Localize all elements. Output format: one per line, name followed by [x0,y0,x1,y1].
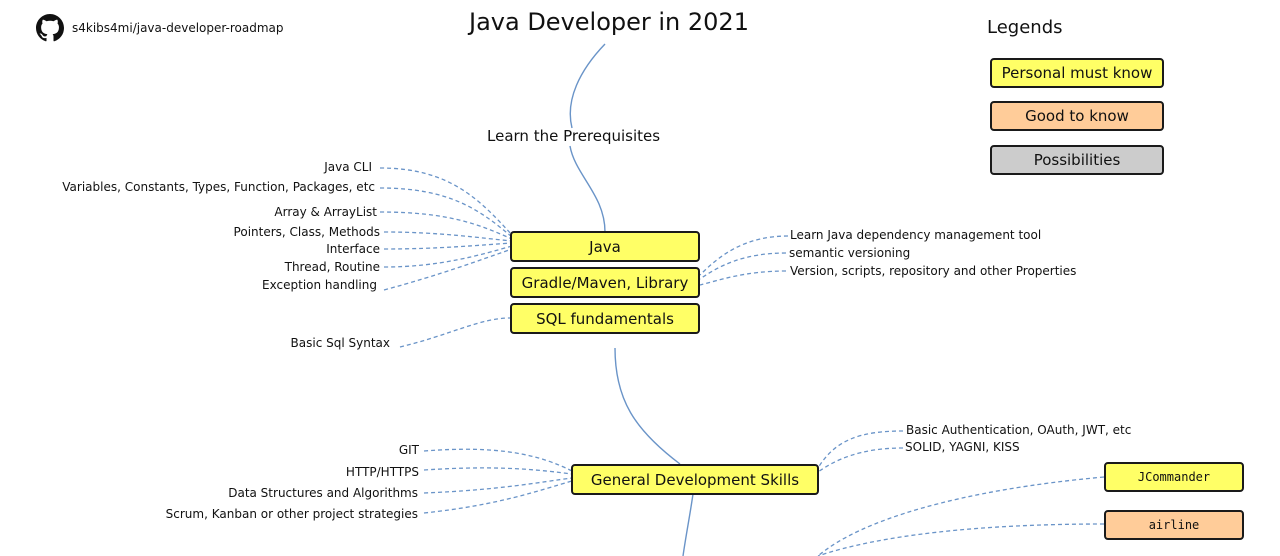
legend-possibilities: Possibilities [990,145,1164,175]
topic-variables: Variables, Constants, Types, Function, P… [62,180,375,194]
topic-git: GIT [398,443,419,457]
node-general-dev-skills[interactable]: General Development Skills [571,464,819,495]
repo-link[interactable]: s4kibs4mi/java-developer-roadmap [36,14,284,42]
topic-dependency-tool: Learn Java dependency management tool [790,228,1042,242]
topic-http: HTTP/HTTPS [345,465,419,479]
page-title: Java Developer in 2021 [469,8,749,36]
legend-good-to-know: Good to know [990,101,1164,131]
node-java[interactable]: Java [510,231,700,262]
prerequisites-label: Learn the Prerequisites [487,127,661,145]
topic-authentication: Basic Authentication, OAuth, JWT, etc [906,423,1132,437]
repo-name: s4kibs4mi/java-developer-roadmap [72,21,284,35]
node-jcommander[interactable]: JCommander [1104,462,1244,492]
node-sql-fundamentals[interactable]: SQL fundamentals [510,303,700,334]
topic-exception: Exception handling [262,278,377,292]
link-airline [817,523,1105,556]
topic-java-cli: Java CLI [324,160,372,174]
github-icon [36,14,64,42]
topic-semantic-versioning: semantic versioning [789,246,911,260]
link-auth [817,430,904,469]
link-sql-syntax [399,317,511,348]
topic-solid: SOLID, YAGNI, KISS [905,440,1020,454]
link-dsa [423,477,573,494]
topic-thread: Thread, Routine [284,260,380,274]
link-solid [817,447,904,473]
topic-dsa: Data Structures and Algorithms [228,486,418,500]
topic-scrum: Scrum, Kanban or other project strategie… [165,507,418,521]
topic-pointers: Pointers, Class, Methods [233,225,380,239]
topic-basic-sql: Basic Sql Syntax [290,336,390,350]
spine-title-to-prereq [569,43,606,129]
link-pointers [383,231,513,242]
link-interface [383,242,513,250]
topic-version-scripts: Version, scripts, repository and other P… [790,264,1077,278]
link-dependency [699,235,789,276]
legend-must-know: Personal must know [990,58,1164,88]
link-semver [699,252,787,280]
link-array [379,211,513,240]
link-exception [383,248,513,291]
link-version [699,270,787,286]
link-http [423,467,573,475]
topic-array: Array & ArrayList [274,205,377,219]
legend-title: Legends [987,17,1063,38]
link-jcommander [817,476,1105,556]
link-variables [379,187,513,238]
spine-sql-to-general [614,347,681,465]
spine-prereq-to-java [569,145,606,233]
spine-general-down [682,493,694,556]
link-java-cli [379,167,513,236]
topic-interface: Interface [326,242,380,256]
link-git [423,448,573,472]
node-gradle-maven[interactable]: Gradle/Maven, Library [510,267,700,298]
link-thread [383,245,513,268]
node-airline[interactable]: airline [1104,510,1244,540]
link-scrum [423,480,573,514]
